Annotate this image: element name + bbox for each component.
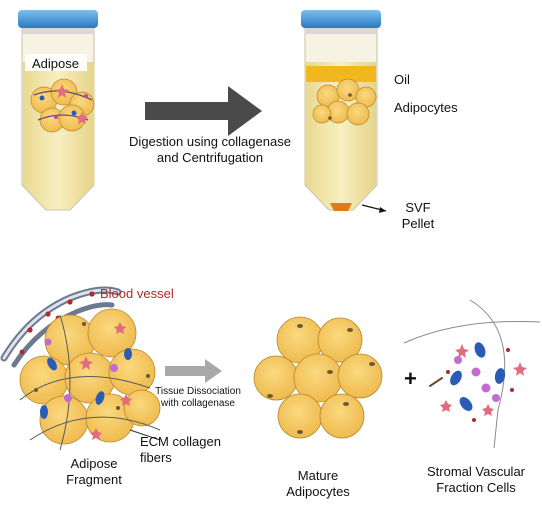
mature-line1: Mature bbox=[297, 468, 339, 483]
process-label-line1: Digestion using collagenase bbox=[129, 134, 291, 149]
svf-cells bbox=[403, 299, 541, 449]
dissociation-label: Tissue Dissociation with collagenase bbox=[150, 386, 246, 410]
ecm-line2: fibers bbox=[140, 450, 172, 465]
svf-pellet bbox=[330, 203, 352, 211]
process-arrow bbox=[145, 86, 262, 136]
svf-pellet-line1: SVF bbox=[405, 200, 431, 215]
fragment-line2: Fragment bbox=[66, 472, 122, 487]
mature-line2: Adipocytes bbox=[286, 484, 350, 499]
fragment-line1: Adipose bbox=[70, 456, 118, 471]
svf-pellet-line2: Pellet bbox=[401, 216, 435, 231]
ecm-line1: ECM collagen bbox=[140, 434, 221, 449]
fragment-label: Adipose Fragment bbox=[48, 456, 140, 488]
svf-pellet-label: SVF Pellet bbox=[388, 200, 448, 232]
mature-label: Mature Adipocytes bbox=[270, 468, 366, 500]
tube-right bbox=[301, 10, 387, 213]
adipocytes-label: Adipocytes bbox=[394, 100, 458, 115]
tube-left-cap bbox=[18, 10, 98, 28]
plus-sign: + bbox=[404, 366, 417, 391]
tube-right-cap bbox=[301, 10, 381, 28]
adipocyte-layer bbox=[312, 78, 377, 126]
dissociation-line2: with collagenase bbox=[161, 398, 235, 409]
svf-cells-line2: Fraction Cells bbox=[436, 480, 516, 495]
svf-cells-label: Stromal Vascular Fraction Cells bbox=[416, 464, 536, 496]
dissociation-arrow bbox=[165, 359, 222, 383]
process-label: Digestion using collagenase and Centrifu… bbox=[110, 134, 310, 166]
blood-vessel-label: Blood vessel bbox=[100, 286, 174, 301]
oil-label: Oil bbox=[394, 72, 410, 87]
svf-cells-line1: Stromal Vascular bbox=[426, 464, 525, 479]
adipose-tissue-cluster bbox=[30, 78, 95, 133]
ecm-label: ECM collagen fibers bbox=[140, 434, 221, 466]
tube-left bbox=[18, 10, 98, 211]
mature-adipocytes-cluster bbox=[253, 316, 383, 439]
oil-layer bbox=[306, 66, 376, 82]
process-label-line2: and Centrifugation bbox=[156, 150, 264, 165]
adipose-tube-label: Adipose bbox=[32, 56, 79, 71]
dissociation-line1: Tissue Dissociation bbox=[155, 386, 241, 397]
adipose-fragment bbox=[0, 286, 161, 451]
